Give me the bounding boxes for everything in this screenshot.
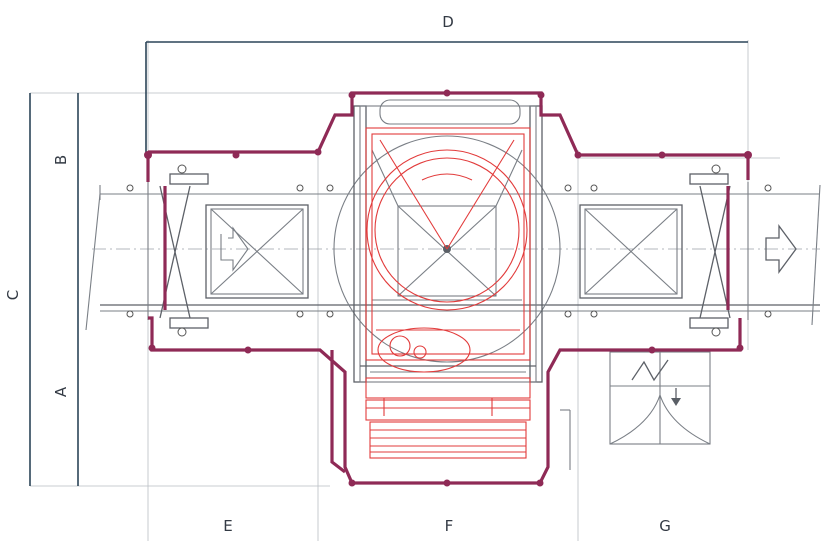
enclosure-outline (146, 91, 750, 485)
direction-arrow-icon (765, 224, 797, 274)
dimension-label-b: B (52, 155, 70, 165)
dimension-label-d: D (442, 13, 454, 31)
dimension-lines (29, 41, 748, 486)
right-access-panel (579, 204, 683, 299)
conveyor-bolts (126, 184, 772, 318)
left-gate (147, 164, 209, 337)
door-swing-symbol (560, 351, 711, 470)
reference-lines (30, 40, 780, 541)
dimension-label-a: A (52, 386, 70, 397)
right-gate (689, 164, 749, 337)
conveyor-band (85, 184, 821, 331)
dimension-label-f: F (445, 517, 454, 535)
enclosure-joints (144, 89, 752, 487)
dimension-label-e: E (223, 517, 232, 535)
red-mechanism (365, 127, 531, 459)
dimension-label-g: G (659, 517, 671, 535)
left-access-panel (205, 204, 309, 299)
dimension-label-c: C (4, 290, 22, 300)
